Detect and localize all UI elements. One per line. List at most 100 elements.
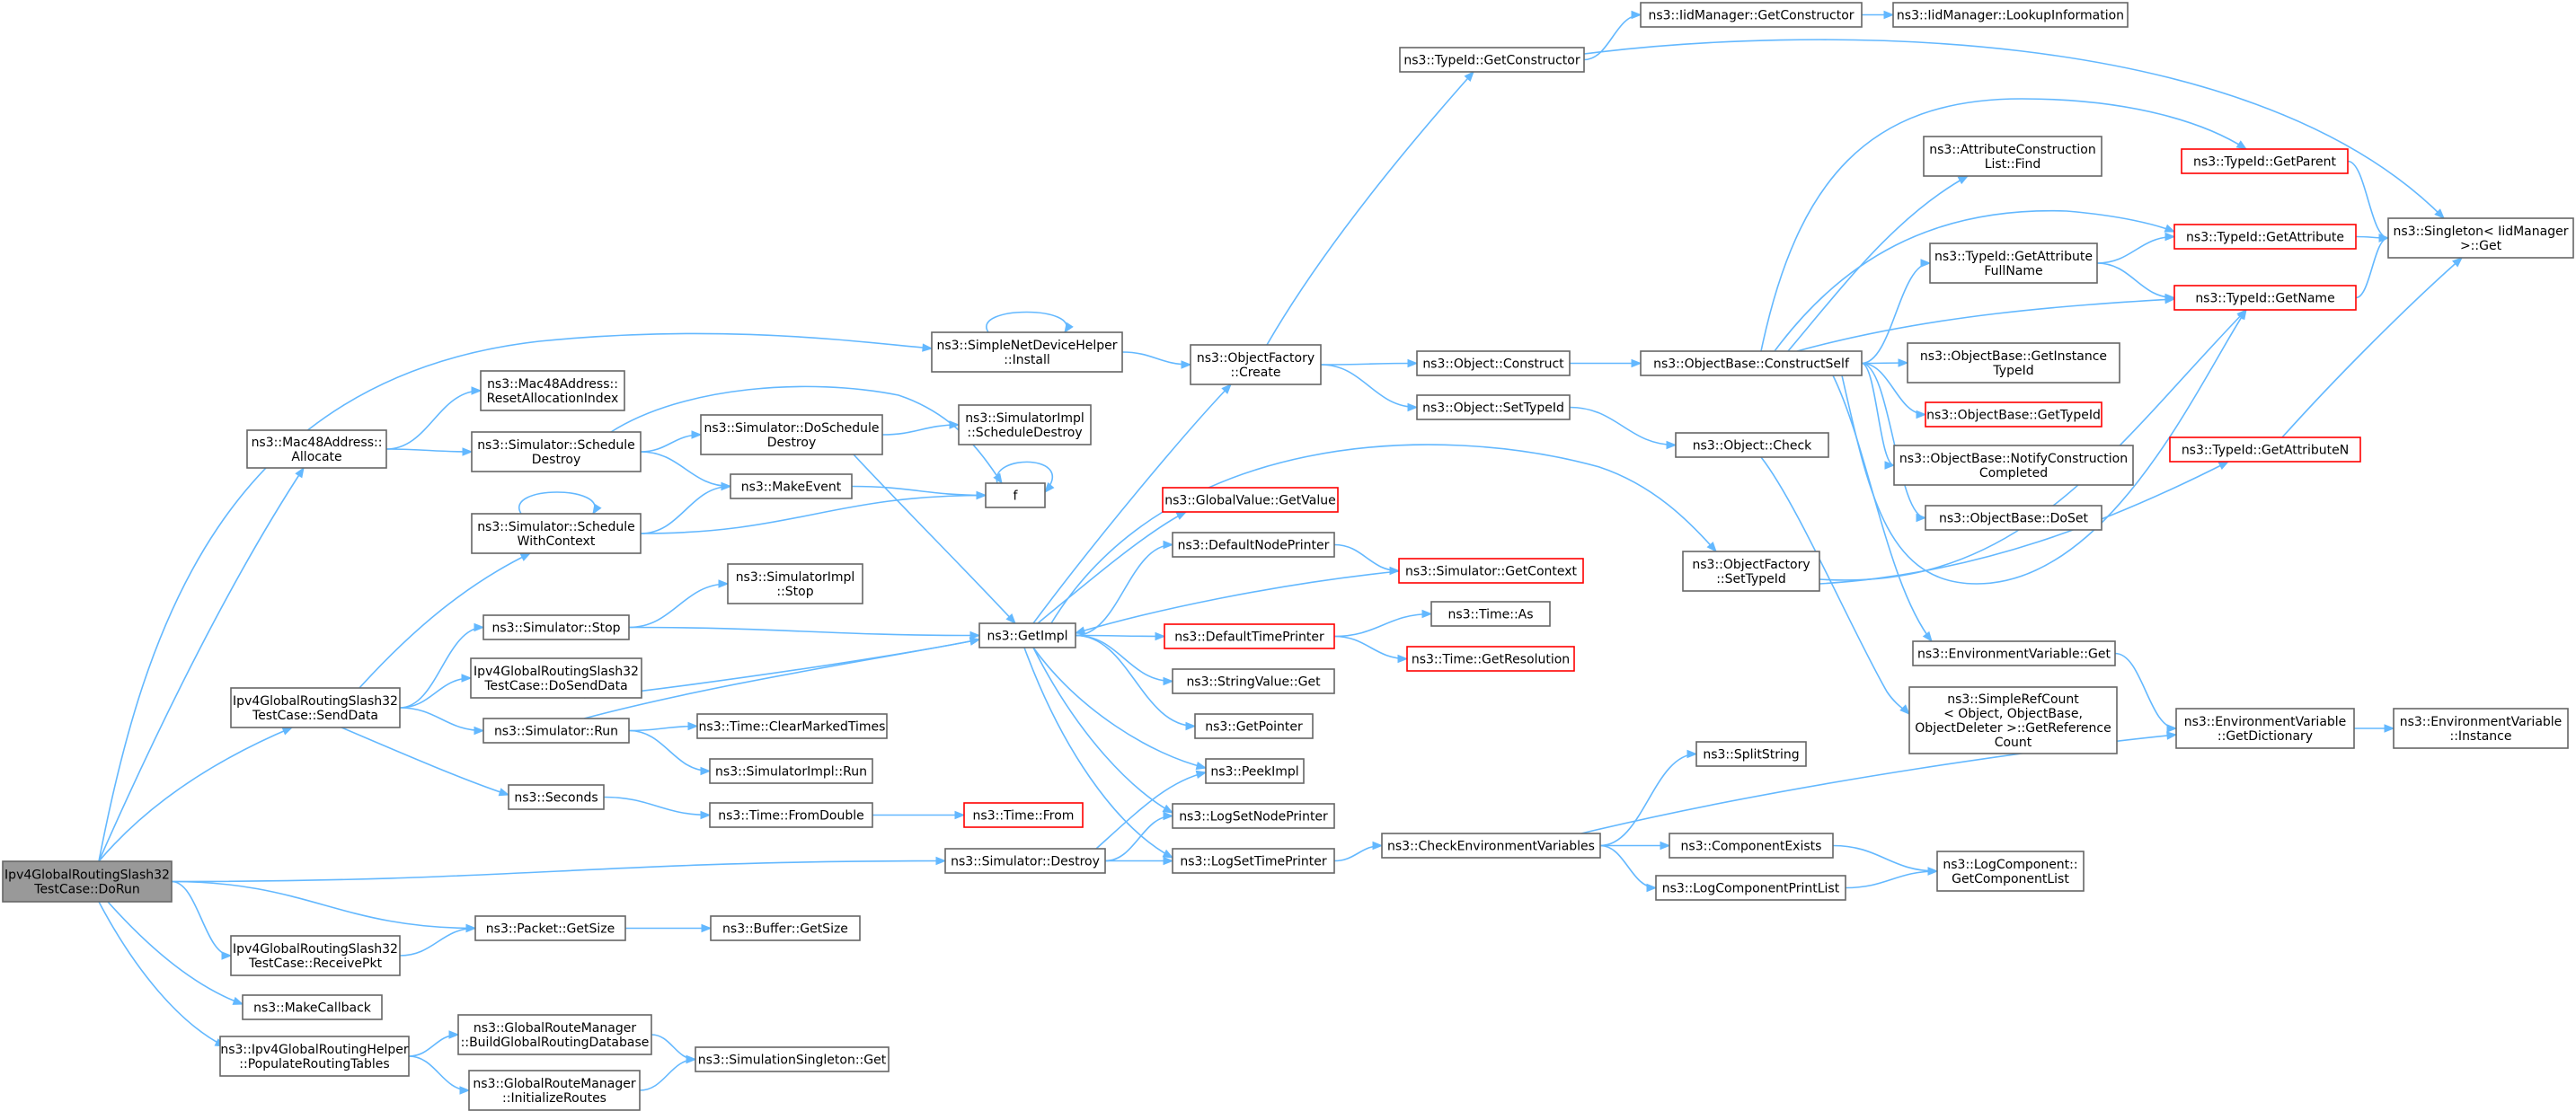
arrowhead-icon [1407, 358, 1419, 368]
graph-node-timeFrom[interactable]: ns3::Time::From [963, 802, 1084, 828]
graph-node-schedDestroy[interactable]: ns3::Simulator::ScheduleDestroy [471, 431, 642, 472]
graph-node-typeIdGetParent[interactable]: ns3::TypeId::GetParent [2181, 148, 2349, 174]
graph-node-defaultNodePrinter[interactable]: ns3::DefaultNodePrinter [1172, 532, 1335, 558]
graph-node-simGetContext[interactable]: ns3::Simulator::GetContext [1398, 558, 1584, 584]
graph-node-splitString[interactable]: ns3::SplitString [1695, 741, 1807, 767]
edge-line [1121, 351, 1191, 366]
graph-node-simDestroy[interactable]: ns3::Simulator::Destroy [944, 848, 1106, 874]
graph-node-typeIdGetConstructor[interactable]: ns3::TypeId::GetConstructor [1399, 47, 1585, 73]
graph-node-implStop[interactable]: ns3::SimulatorImpl::Stop [727, 563, 863, 604]
graph-node-objCheck[interactable]: ns3::Object::Check [1675, 432, 1829, 458]
graph-node-receivePkt[interactable]: Ipv4GlobalRoutingSlash32TestCase::Receiv… [230, 935, 401, 976]
graph-node-objConstruct[interactable]: ns3::Object::Construct [1416, 350, 1571, 376]
edge-line [1841, 309, 2247, 585]
edge-defaultTimePrinter-to-timeAs [1333, 609, 1433, 638]
graph-node-doSendData[interactable]: Ipv4GlobalRoutingSlash32TestCase::DoSend… [470, 657, 642, 699]
graph-node-objSetTypeId[interactable]: ns3::Object::SetTypeId [1416, 394, 1571, 420]
edge-line [1832, 375, 1933, 642]
arrowhead-icon [1221, 384, 1232, 394]
graph-node-objBaseConstructSelf[interactable]: ns3::ObjectBase::ConstructSelf [1640, 350, 1863, 376]
node-box [1416, 350, 1571, 376]
edge-line [1580, 734, 2177, 834]
edge-line [1861, 362, 1895, 466]
graph-node-defaultTimePrinter[interactable]: ns3::DefaultTimePrinter [1164, 623, 1335, 649]
graph-node-simSingletonGet[interactable]: ns3::SimulationSingleton::Get [695, 1046, 890, 1072]
arrowhead-icon [2166, 724, 2178, 733]
graph-node-iidGetConstructor[interactable]: ns3::IidManager::GetConstructor [1640, 2, 1863, 28]
graph-node-sendData[interactable]: Ipv4GlobalRoutingSlash32TestCase::SendDa… [230, 687, 401, 728]
graph-node-peekImpl[interactable]: ns3::PeekImpl [1205, 758, 1305, 784]
graph-node-logSetTimePrinter[interactable]: ns3::LogSetTimePrinter [1172, 848, 1335, 874]
edge-getImpl-to-logSetNodePrinter [1032, 647, 1174, 814]
graph-node-envVarGet[interactable]: ns3::EnvironmentVariable::Get [1912, 640, 2116, 666]
node-label: ns3::GetImpl [987, 630, 1067, 644]
graph-node-objFactCreate[interactable]: ns3::ObjectFactory::Create [1190, 344, 1322, 385]
arrowhead-icon [2235, 140, 2248, 150]
edge-objBaseConstructSelf-to-typeIdGetAttribute [1774, 209, 2176, 352]
graph-node-globalGetValue[interactable]: ns3::GlobalValue::GetValue [1162, 487, 1339, 513]
graph-node-objBaseNotifyConstructionCompleted[interactable]: ns3::ObjectBase::NotifyConstructionCompl… [1893, 445, 2134, 486]
graph-node-implSchedDestroy[interactable]: ns3::SimulatorImpl::ScheduleDestroy [958, 404, 1092, 445]
graph-node-stringValueGet[interactable]: ns3::StringValue::Get [1172, 668, 1335, 694]
node-label: ns3::ObjectBase::ConstructSelf [1653, 357, 1850, 372]
graph-node-pktGetSize[interactable]: ns3::Packet::GetSize [474, 915, 626, 941]
graph-node-initRoutes[interactable]: ns3::GlobalRouteManager::InitializeRoute… [468, 1070, 641, 1111]
graph-node-seconds[interactable]: ns3::Seconds [508, 784, 605, 810]
graph-node-objBaseDoSet[interactable]: ns3::ObjectBase::DoSet [1925, 505, 2102, 531]
graph-node-singletonGet[interactable]: ns3::Singleton< IidManager >::Get [2387, 217, 2574, 259]
graph-node-envVarGetDict[interactable]: ns3::EnvironmentVariable::GetDictionary [2175, 708, 2355, 749]
graph-node-f[interactable]: f [985, 482, 1046, 508]
graph-node-populate[interactable]: ns3::Ipv4GlobalRoutingHelper::PopulateRo… [219, 1036, 410, 1077]
edge-line [2114, 652, 2177, 729]
graph-node-objBaseGetTypeId[interactable]: ns3::ObjectBase::GetTypeId [1925, 401, 2102, 428]
graph-node-getImpl[interactable]: ns3::GetImpl [978, 622, 1076, 648]
graph-node-typeIdGetAttribute[interactable]: ns3::TypeId::GetAttribute [2173, 224, 2357, 250]
arrowhead-icon [462, 447, 474, 456]
graph-node-buildDb[interactable]: ns3::GlobalRouteManager::BuildGlobalRout… [457, 1014, 652, 1055]
arrowhead-icon [1421, 609, 1433, 619]
edge-checkEnvVars-to-splitString [1599, 749, 1698, 847]
edge-line [628, 725, 698, 732]
graph-node-checkEnvVars[interactable]: ns3::CheckEnvironmentVariables [1381, 833, 1601, 859]
graph-node-componentExists[interactable]: ns3::ComponentExists [1669, 833, 1834, 859]
node-box [1669, 833, 1834, 859]
graph-node-makeCallback[interactable]: ns3::MakeCallback [242, 994, 383, 1020]
graph-node-simStop[interactable]: ns3::Simulator::Stop [482, 614, 630, 640]
graph-node-mac48alloc[interactable]: ns3::Mac48Address::Allocate [246, 429, 387, 469]
graph-node-logSetNodePrinter[interactable]: ns3::LogSetNodePrinter [1172, 803, 1335, 829]
graph-node-timeAs[interactable]: ns3::Time::As [1430, 601, 1551, 627]
graph-node-fromDouble[interactable]: ns3::Time::FromDouble [709, 802, 873, 828]
graph-node-timeGetRes[interactable]: ns3::Time::GetResolution [1406, 646, 1575, 672]
node-label: ns3::Packet::GetSize [486, 922, 615, 937]
graph-node-simpleNetInstall[interactable]: ns3::SimpleNetDeviceHelper::Install [931, 331, 1123, 373]
graph-node-iidLookup[interactable]: ns3::IidManager::LookupInformation [1892, 2, 2129, 28]
graph-node-getPointer[interactable]: ns3::GetPointer [1194, 713, 1314, 739]
graph-node-simpleRefCount[interactable]: ns3::SimpleRefCount< Object, ObjectBase,… [1908, 686, 2118, 754]
graph-node-envVarInstance[interactable]: ns3::EnvironmentVariable::Instance [2393, 708, 2569, 749]
graph-node-clearMarked[interactable]: ns3::Time::ClearMarkedTimes [696, 713, 888, 739]
graph-node-logComponentGetList[interactable]: ns3::LogComponent::GetComponentList [1936, 851, 2085, 892]
graph-node-implRun[interactable]: ns3::SimulatorImpl::Run [709, 758, 873, 784]
arrowhead-icon [721, 481, 732, 491]
graph-node-logComponentPrintList[interactable]: ns3::LogComponentPrintList [1655, 875, 1846, 901]
graph-node-typeIdGetName[interactable]: ns3::TypeId::GetName [2173, 285, 2357, 311]
node-box [730, 473, 853, 499]
node-label: ns3::MakeEvent [741, 481, 842, 495]
graph-node-objFactSetTypeId[interactable]: ns3::ObjectFactory::SetTypeId [1682, 551, 1820, 592]
edge-line [171, 880, 232, 957]
arrowhead-icon [1883, 10, 1895, 20]
graph-node-resetAlloc[interactable]: ns3::Mac48Address::ResetAllocationIndex [480, 370, 625, 411]
node-label: Ipv4GlobalRoutingSlash32 [233, 942, 398, 957]
edge-schedCtx-to-schedCtx [518, 491, 602, 516]
graph-node-bufGetSize[interactable]: ns3::Buffer::GetSize [710, 915, 861, 941]
graph-node-makeEvent[interactable]: ns3::MakeEvent [730, 473, 853, 499]
node-box [480, 370, 625, 411]
graph-node-simRun[interactable]: ns3::Simulator::Run [482, 718, 630, 744]
graph-node-typeIdGetAttributeN[interactable]: ns3::TypeId::GetAttributeN [2169, 436, 2361, 463]
